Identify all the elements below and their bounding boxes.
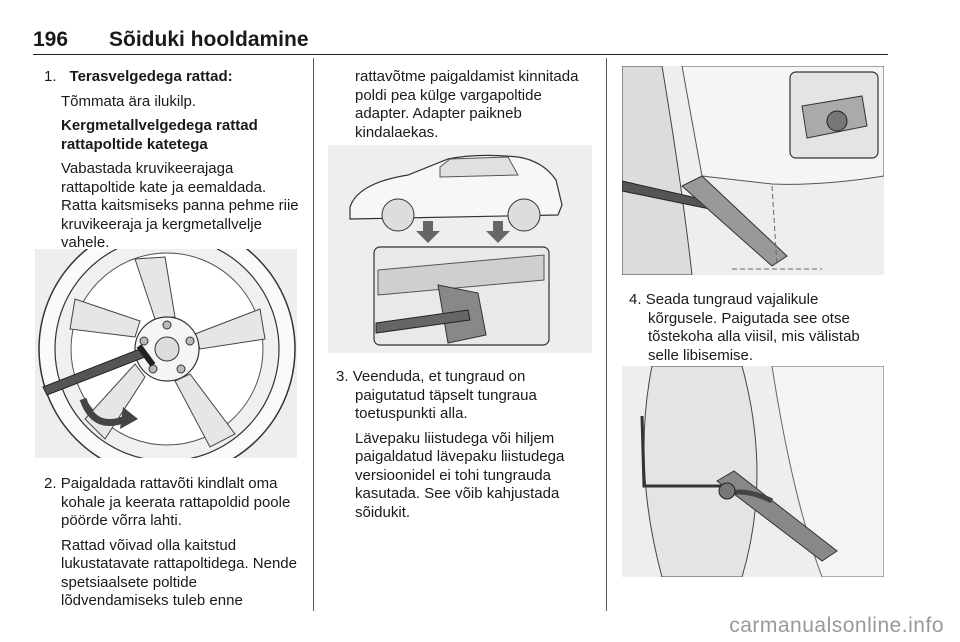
step-number: 4.: [629, 291, 642, 308]
step-text: Tõmmata ära ilukilp.: [61, 92, 197, 110]
wheel-illustration: [38, 249, 296, 458]
watermark: carmanualsonline.info: [729, 614, 944, 637]
step-text: Paigaldada rattavõti kindlalt oma kohale…: [60, 475, 291, 529]
figure-wheel-bolt-removal: [35, 249, 297, 458]
subheading: Kergmetallvelgedega rattad rattapoltide …: [61, 117, 258, 153]
jack-position-illustration: [622, 66, 884, 275]
jack-raising-illustration: [640, 366, 884, 577]
column-1-text-top: 1. Terasvelgedega rattad: Tõmmata ära ilu…: [44, 68, 306, 259]
column-2-text-bottom: 3. Veenduda, et tungraud on paigutatud t…: [336, 368, 596, 528]
step-heading: Terasvelgedega rattad:: [69, 68, 233, 85]
column-3-text: 4. Seada tungraud vajalikule kõrgusele. …: [629, 291, 884, 371]
step-number: 3.: [336, 368, 349, 385]
step-text: Seada tungraud vajalikule kõrgusele. Pai…: [645, 291, 860, 364]
step-text: Veenduda, et tungraud on paigutatud täps…: [352, 368, 537, 422]
car-jack-illustration: [349, 154, 563, 346]
step-number: 1.: [44, 68, 57, 85]
figure-jack-raising: [622, 366, 884, 577]
paragraph: Rattad võivad olla kaitstud lukustatavat…: [61, 536, 297, 610]
figure-jack-under-sill: [622, 66, 884, 275]
paragraph: Vabastada kruvikeerajaga rattapoltide ka…: [61, 160, 299, 251]
column-1-text-bottom: 2. Paigaldada rattavõti kindlalt oma koh…: [44, 475, 306, 617]
column-divider: [313, 58, 314, 611]
paragraph: Lävepaku liistudega või hiljem paigaldat…: [355, 429, 565, 521]
step-number: 2.: [44, 475, 57, 492]
page-title: Sõiduki hooldamine: [109, 28, 309, 51]
page-number: 196: [33, 28, 69, 51]
page-header: 196 Sõiduki hooldamine: [33, 28, 888, 55]
figure-jack-point: [328, 145, 592, 353]
column-2-text-top: rattavõtme paigaldamist kinnitada poldi …: [355, 68, 579, 141]
column-divider: [606, 58, 607, 611]
